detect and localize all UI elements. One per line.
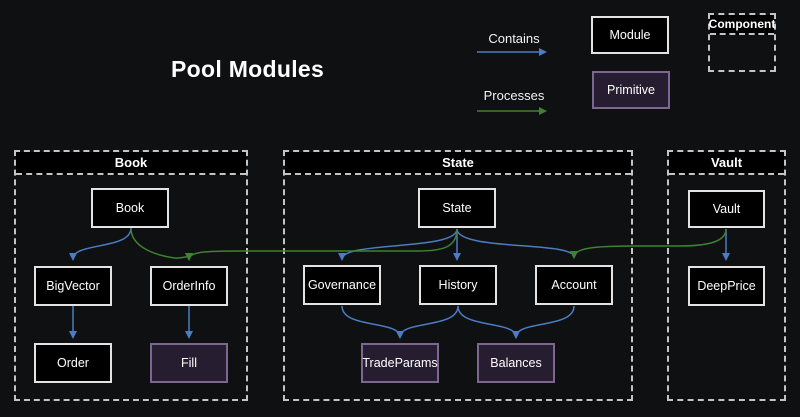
node-state-label: State [442, 201, 472, 215]
legend-module-label: Module [609, 28, 651, 42]
node-book-module: Book [91, 188, 169, 228]
container-state-header: State [285, 152, 631, 175]
node-vault-module: Vault [688, 190, 765, 228]
legend-primitive-box: Primitive [592, 71, 670, 109]
legend-processes-label: Processes [483, 88, 545, 103]
container-vault: Vault [667, 150, 786, 401]
node-bigvector-label: BigVector [46, 279, 100, 293]
node-balances-primitive: Balances [477, 343, 555, 383]
node-order-label: Order [57, 356, 89, 370]
legend-component-box: Component [708, 13, 776, 72]
node-tradeparams-primitive: TradeParams [361, 343, 439, 383]
node-balances-label: Balances [490, 356, 542, 370]
node-vault-label: Vault [712, 202, 741, 216]
container-vault-header: Vault [669, 152, 784, 175]
node-governance-label: Governance [307, 278, 377, 292]
node-deepprice-label: DeepPrice [697, 279, 756, 293]
legend-module-box: Module [591, 16, 669, 54]
container-state: State [283, 150, 633, 401]
legend-component-label: Component [709, 15, 775, 35]
node-order-module: Order [34, 343, 112, 383]
node-history-label: History [438, 278, 478, 292]
node-orderinfo-module: OrderInfo [150, 266, 228, 306]
legend-contains-label: Contains [488, 31, 540, 46]
container-book-header: Book [16, 152, 246, 175]
node-fill-primitive: Fill [150, 343, 228, 383]
legend-primitive-label: Primitive [607, 83, 655, 97]
node-tradeparams-label: TradeParams [362, 356, 438, 370]
node-deepprice-module: DeepPrice [688, 266, 765, 306]
node-orderinfo-label: OrderInfo [162, 279, 216, 293]
node-account-label: Account [551, 278, 597, 292]
node-history-module: History [419, 265, 497, 305]
node-book-label: Book [115, 201, 145, 215]
node-state-module: State [418, 188, 496, 228]
container-book: Book [14, 150, 248, 401]
node-fill-label: Fill [181, 356, 197, 370]
node-bigvector-module: BigVector [34, 266, 112, 306]
node-governance-module: Governance [303, 265, 381, 305]
page-title: Pool Modules [171, 56, 325, 82]
node-account-module: Account [535, 265, 613, 305]
